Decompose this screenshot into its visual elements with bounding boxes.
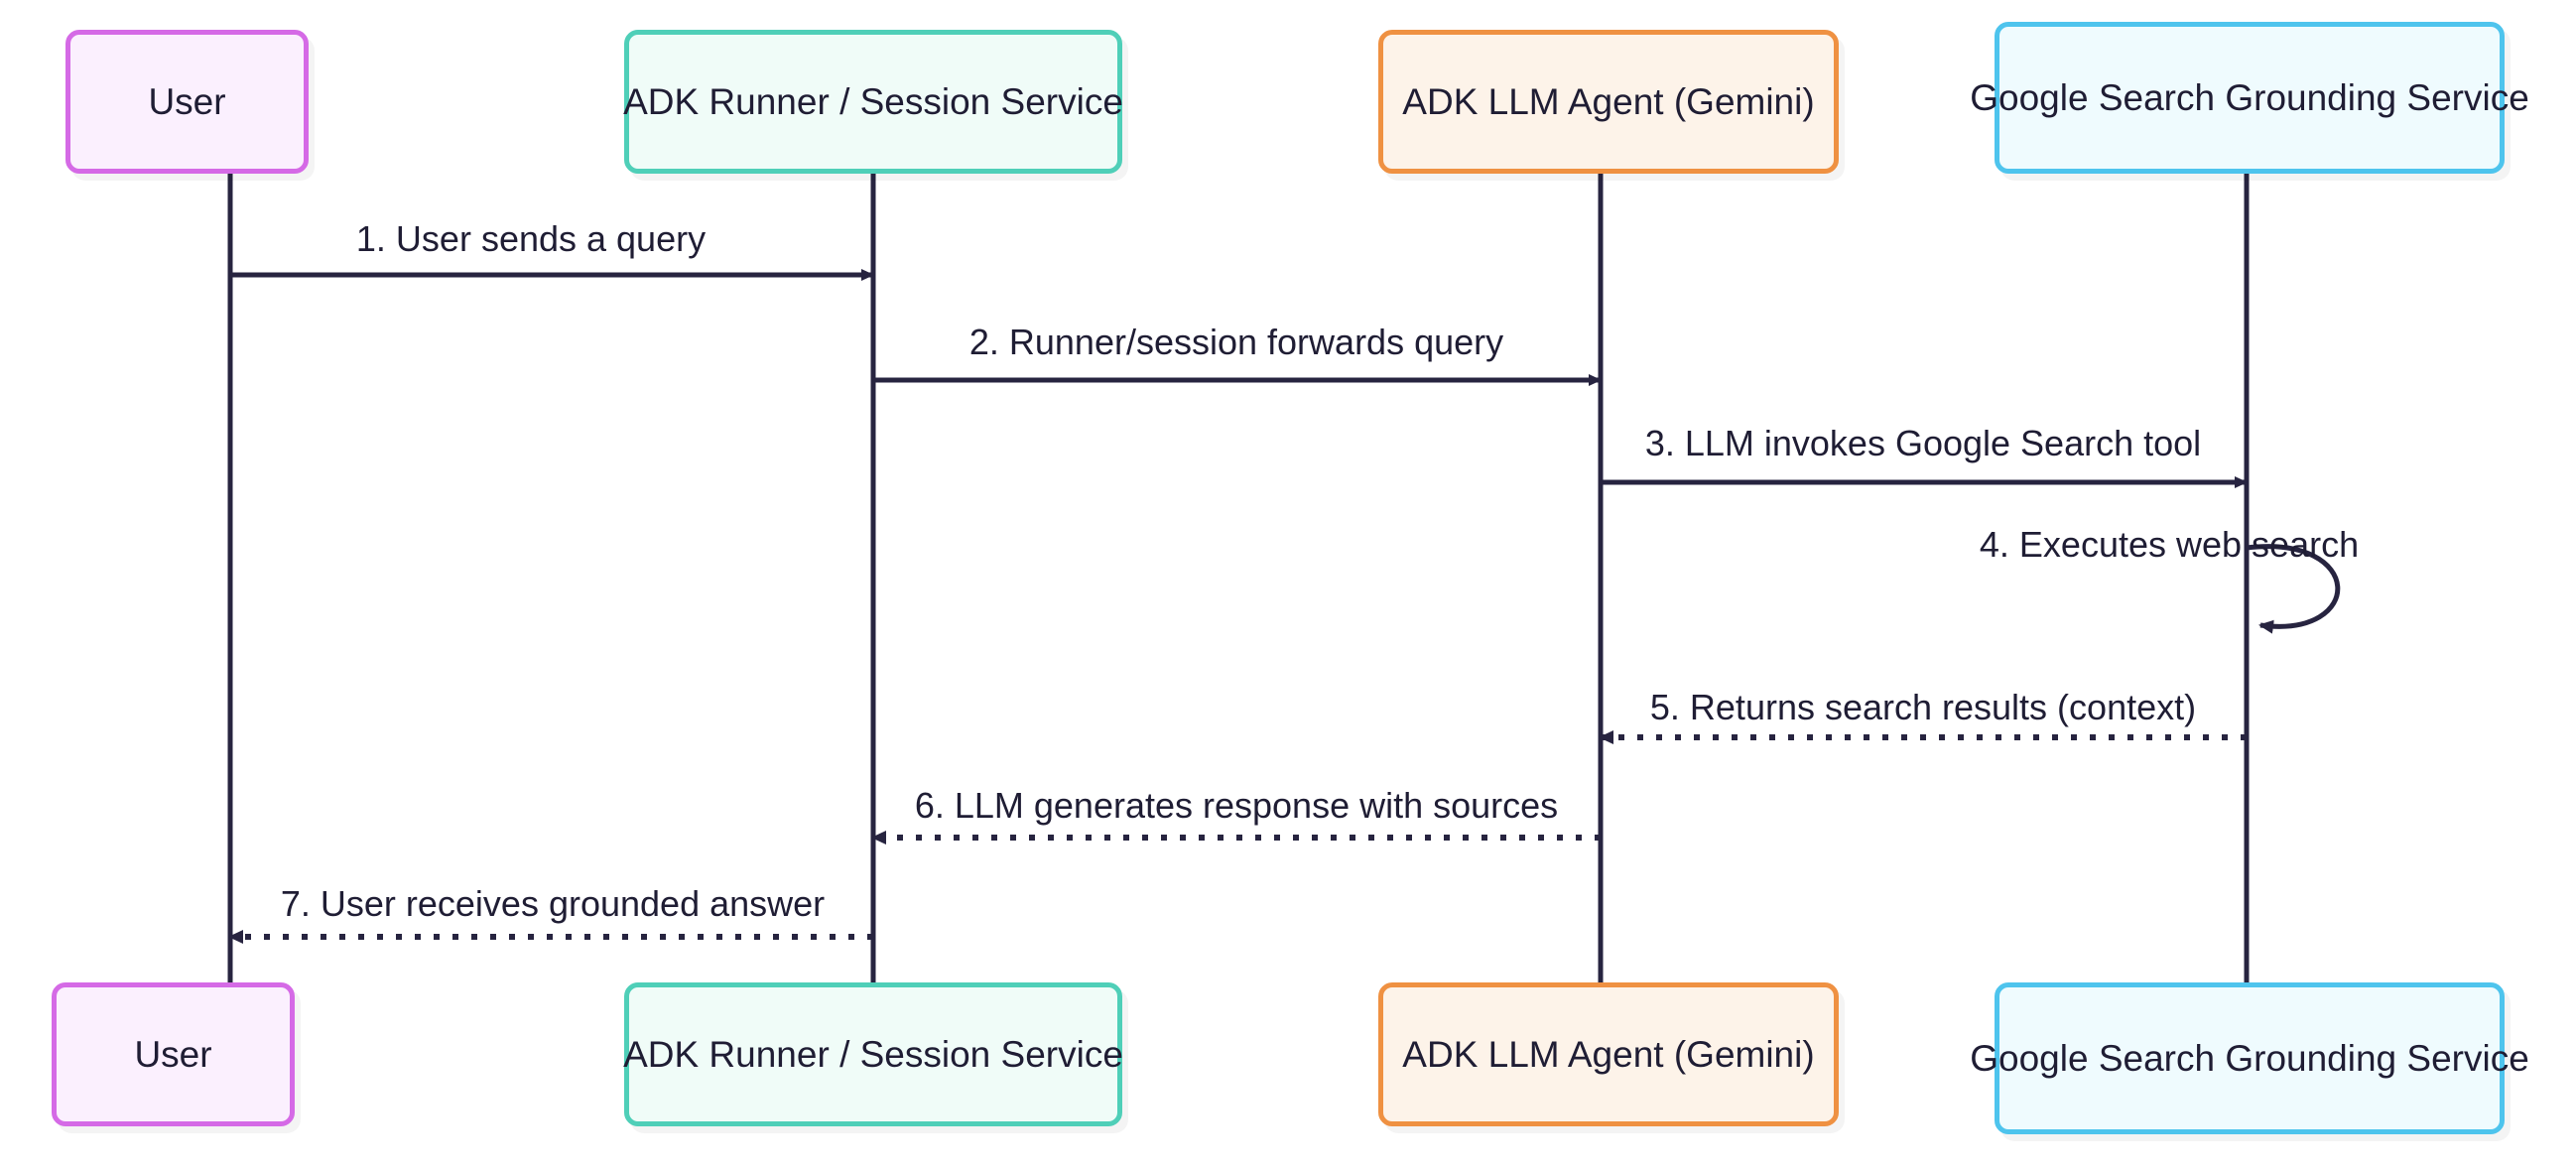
actor-label-agent: ADK LLM Agent (Gemini): [1402, 81, 1815, 122]
actor-box-agent-bottom[interactable]: ADK LLM Agent (Gemini): [1378, 982, 1839, 1126]
actor-label-google: Google Search Grounding Service: [1970, 77, 2529, 118]
message-arrow-4: [2246, 544, 2341, 634]
actor-label-runner: ADK Runner / Session Service: [623, 1034, 1123, 1075]
actor-label-agent: ADK LLM Agent (Gemini): [1402, 1034, 1815, 1075]
message-arrows-group: [228, 269, 2341, 944]
actor-box-user-top[interactable]: User: [65, 30, 309, 174]
actor-label-user: User: [134, 1034, 212, 1075]
actor-label-user: User: [148, 81, 226, 122]
actor-box-google-top[interactable]: Google Search Grounding Service: [1970, 22, 2529, 174]
actor-box-user-bottom[interactable]: User: [52, 982, 295, 1126]
actor-box-google-bottom[interactable]: Google Search Grounding Service: [1970, 982, 2529, 1134]
actor-box-runner-bottom[interactable]: ADK Runner / Session Service: [623, 982, 1123, 1126]
actor-label-google: Google Search Grounding Service: [1970, 1038, 2529, 1079]
lifelines-group: [227, 174, 2250, 982]
actor-label-runner: ADK Runner / Session Service: [623, 81, 1123, 122]
actor-box-runner-top[interactable]: ADK Runner / Session Service: [623, 30, 1123, 174]
actor-box-agent-top[interactable]: ADK LLM Agent (Gemini): [1378, 30, 1839, 174]
